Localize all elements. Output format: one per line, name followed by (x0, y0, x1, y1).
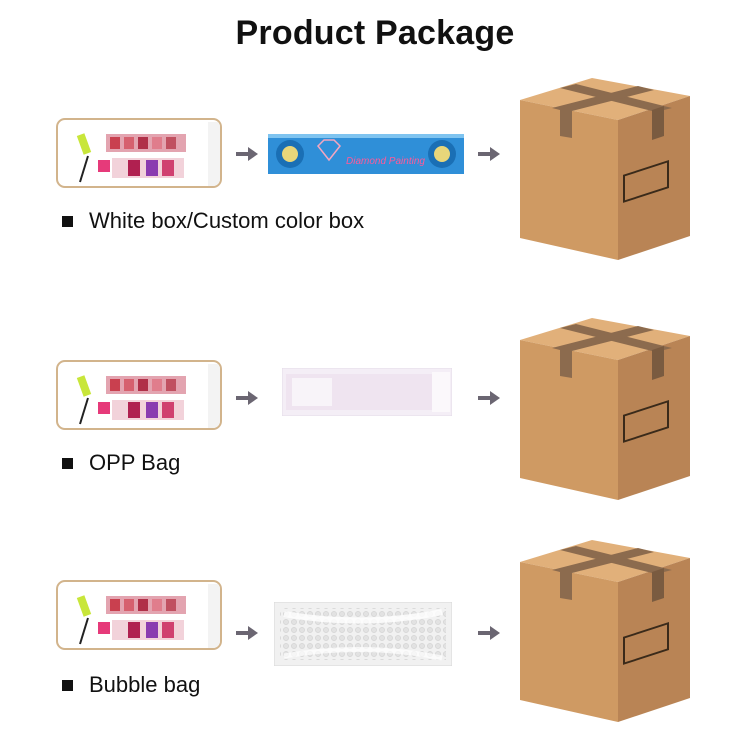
bullet-square-icon (62, 215, 73, 227)
package-row-white-box: Diamond Painting White box/Custom color … (0, 78, 750, 278)
shipping-carton-image (520, 540, 690, 722)
package-option-text: OPP Bag (89, 450, 181, 475)
package-option-text: White box/Custom color box (89, 208, 365, 233)
package-row-opp-bag: OPP Bag (0, 318, 750, 518)
arrow-right-icon (478, 391, 500, 405)
kit-contents-image (56, 118, 222, 188)
package-option-text: Bubble bag (89, 672, 201, 697)
box-brand-text: Diamond Painting (346, 156, 425, 167)
color-box-image: Diamond Painting (268, 134, 464, 174)
page-title: Product Package (235, 14, 515, 52)
package-row-bubble-bag: Bubble bag (0, 540, 750, 740)
shipping-carton-image (520, 318, 690, 500)
bubble-bag-image (273, 601, 453, 667)
opp-bag-image (281, 367, 453, 417)
arrow-right-icon (478, 626, 500, 640)
arrow-right-icon (236, 626, 258, 640)
kit-contents-image (56, 360, 222, 430)
package-option-label: White box/Custom color box (62, 208, 364, 234)
bullet-square-icon (62, 679, 73, 691)
arrow-right-icon (236, 391, 258, 405)
bullet-square-icon (62, 457, 73, 469)
package-option-label: Bubble bag (62, 672, 200, 698)
package-option-label: OPP Bag (62, 450, 180, 476)
shipping-carton-image (520, 78, 690, 260)
arrow-right-icon (478, 147, 500, 161)
arrow-right-icon (236, 147, 258, 161)
kit-contents-image (56, 580, 222, 650)
